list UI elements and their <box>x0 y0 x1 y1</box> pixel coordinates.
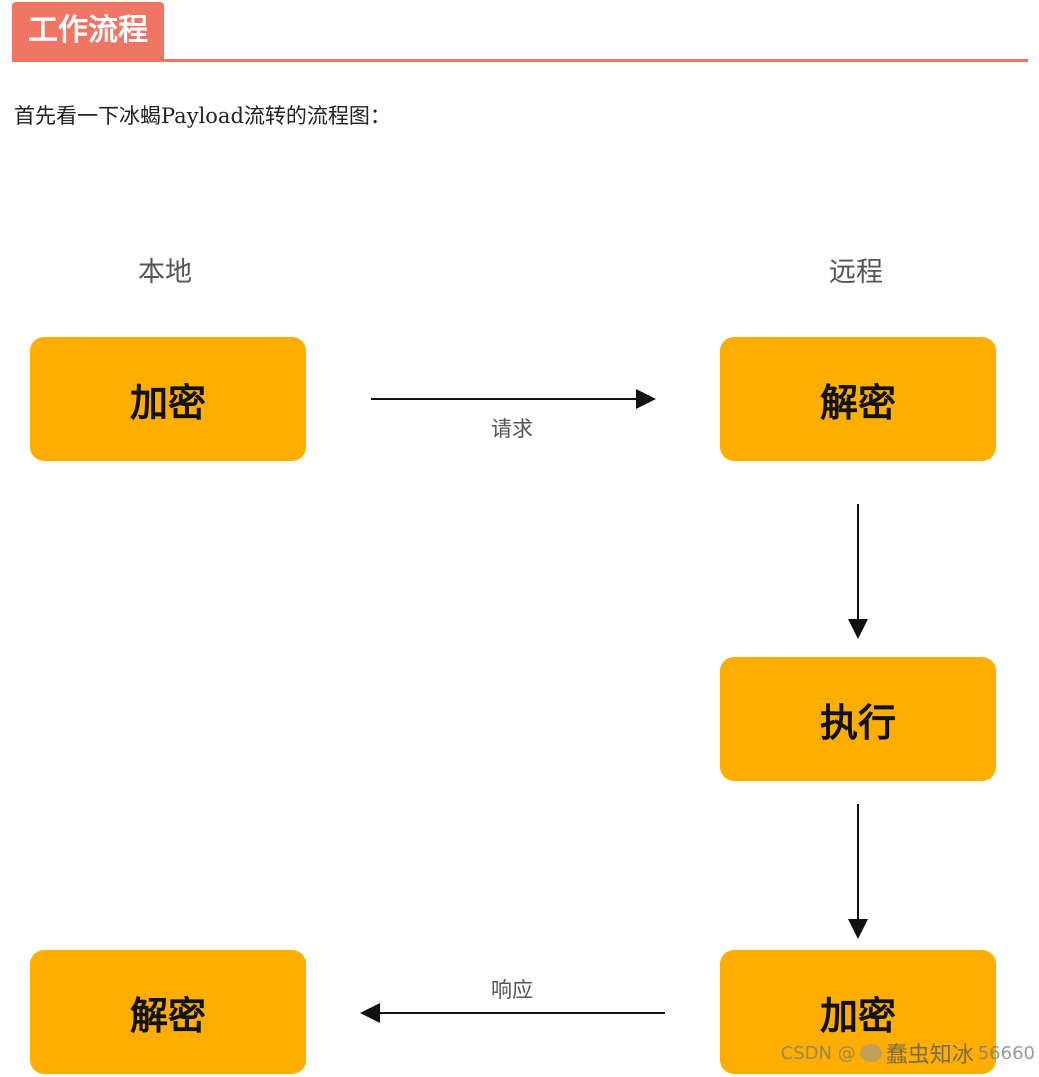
response-label: 响应 <box>491 978 533 1002</box>
wechat-account-name: 蠢虫知冰 <box>885 1043 974 1068</box>
section-header: 工作流程 <box>12 0 1028 62</box>
section-title: 工作流程 <box>12 2 164 60</box>
local-decrypt-box: 解密 <box>30 950 306 1074</box>
request-label: 请求 <box>491 417 533 441</box>
csdn-watermark-text: CSDN @ <box>780 1042 856 1064</box>
local-encrypt-box: 加密 <box>30 337 306 461</box>
watermark: CSDN @ 蠢虫知冰 56660 <box>781 1037 1035 1069</box>
local-column-label: 本地 <box>138 257 192 288</box>
remote-decrypt-box: 解密 <box>720 337 996 461</box>
remote-execute-box: 执行 <box>720 657 996 781</box>
wechat-icon <box>859 1044 882 1062</box>
remote-encrypt-box: 加密 <box>720 950 996 1074</box>
remote-column-label: 远程 <box>829 257 883 288</box>
intro-paragraph: 首先看一下冰蝎Payload流转的流程图： <box>14 104 391 128</box>
flow-arrows <box>360 389 868 1023</box>
watermark-id: 56660 <box>977 1042 1035 1064</box>
flow-diagram: 本地 远程 加密 解密 执行 加密 解密 请求 响应 <box>0 150 1039 1077</box>
